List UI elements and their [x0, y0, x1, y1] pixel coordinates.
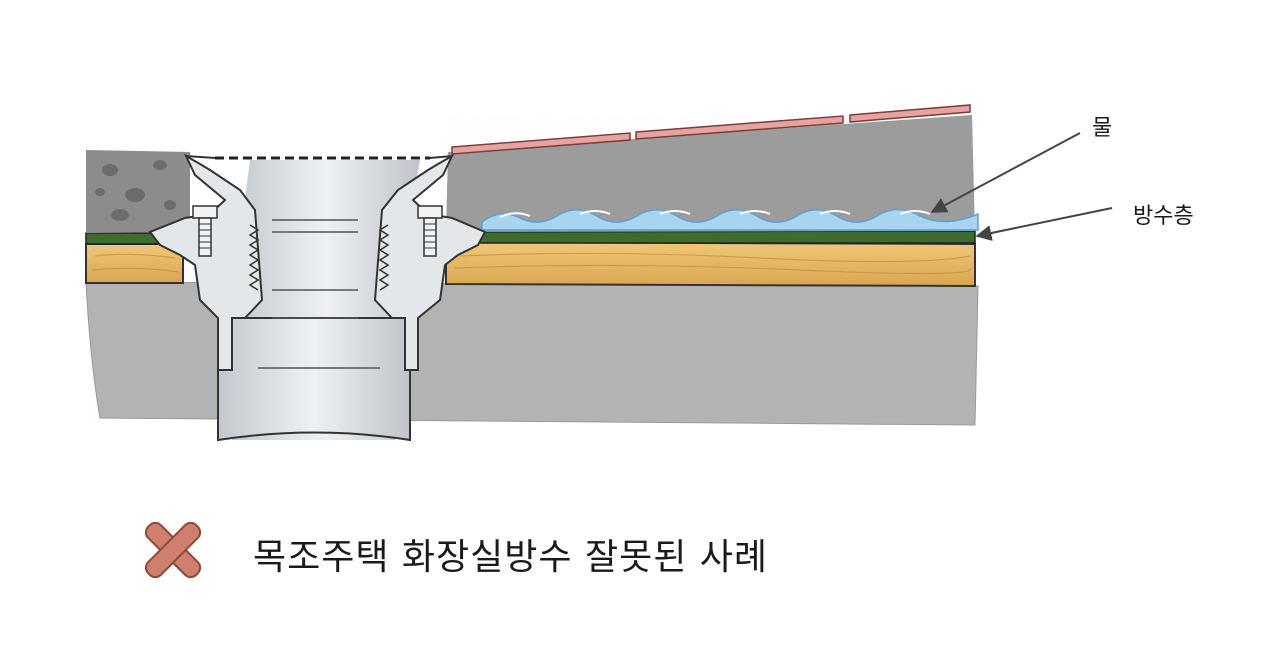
- cross-icon: [144, 521, 202, 579]
- drain-pipe: [217, 317, 411, 442]
- water-waves: [481, 208, 979, 231]
- water-label: 물: [1092, 116, 1113, 141]
- floor-tile: [451, 104, 971, 155]
- diagram-caption: 목조주택 화장실방수 잘못된 사례: [253, 537, 769, 578]
- waterproof-layer-label: 방수층: [1133, 204, 1194, 229]
- waterproof-leader-arrow: [975, 207, 1113, 241]
- waterproof-membrane-right: [445, 230, 976, 244]
- water-leader-arrow: [930, 132, 1081, 213]
- aggregate-stones: [95, 160, 176, 221]
- floor-drain: [148, 153, 487, 442]
- wood-subfloor-right: [445, 240, 976, 288]
- bolt-left: [192, 205, 218, 257]
- bolt-right: [417, 205, 443, 257]
